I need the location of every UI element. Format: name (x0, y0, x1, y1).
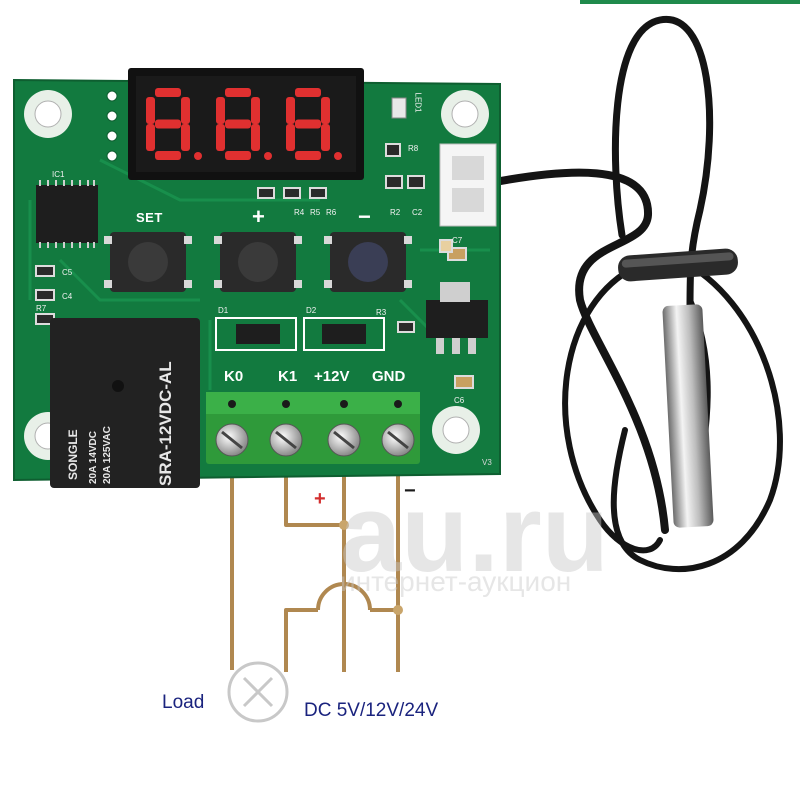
diode-d1-label: D1 (218, 306, 229, 315)
temperature-probe (662, 304, 714, 528)
terminal-label-k1: K1 (278, 368, 298, 385)
junction-dot (393, 605, 403, 615)
segment-g-digit-3 (295, 119, 321, 129)
segment-b-digit-2 (251, 97, 260, 124)
segment-d-digit-1 (155, 151, 181, 160)
segment-a-digit-2 (225, 88, 251, 97)
terminal-screw-12v (327, 423, 361, 457)
pcb-board (13, 68, 501, 488)
load-label: Load (162, 692, 205, 713)
resistor-r7: R7 (36, 304, 47, 313)
resistor-r8: R8 (408, 144, 419, 153)
terminal-label-gnd: GND (372, 368, 406, 385)
terminal-screw-k0 (215, 423, 249, 457)
watermark-subtitle: интернет-аукцион (340, 566, 572, 597)
display-digits (146, 88, 342, 160)
segment-d-digit-2 (225, 151, 251, 160)
ic-designator: IC1 (52, 170, 65, 179)
down-button-label: − (358, 204, 372, 229)
cap-c2: C2 (412, 208, 423, 217)
mounting-hole (24, 90, 72, 138)
segment-a-digit-3 (295, 88, 321, 97)
minus-sign: − (404, 480, 416, 502)
terminal-label-12v: +12V (314, 368, 350, 385)
segment-f-digit-1 (146, 97, 155, 124)
decimal-point-digit-2 (264, 152, 272, 160)
resistor-r5: R5 (310, 208, 321, 217)
voltage-regulator (426, 300, 488, 338)
segment-e-digit-1 (146, 124, 155, 151)
segment-f-digit-2 (216, 97, 225, 124)
cap-c4: C4 (62, 292, 73, 301)
resistor-r6: R6 (326, 208, 337, 217)
relay-brand: SONGLE (66, 429, 80, 480)
segment-a-digit-1 (155, 88, 181, 97)
resistor-r4: R4 (294, 208, 305, 217)
terminal-screw-gnd (381, 423, 415, 457)
segment-e-digit-2 (216, 124, 225, 151)
segment-b-digit-1 (181, 97, 190, 124)
relay-rating-2: 20A 125VAC (102, 426, 113, 484)
cap-c7: C7 (452, 236, 463, 245)
watermark-domain: au.ru (340, 472, 609, 595)
mounting-hole (432, 406, 480, 454)
relay-body (50, 318, 200, 488)
plus-sign: + (314, 488, 326, 510)
relay-rating-1: 20A 14VDC (88, 431, 99, 484)
segment-c-digit-2 (251, 124, 260, 151)
cap-c5: C5 (62, 268, 73, 277)
mounting-hole (441, 90, 489, 138)
resistor-r2: R2 (390, 208, 401, 217)
relay-model: SRA-12VDC-AL (156, 361, 175, 486)
decimal-point-digit-3 (334, 152, 342, 160)
segment-g-digit-2 (225, 119, 251, 129)
diode-d2 (303, 317, 385, 351)
top-stripe (580, 0, 800, 4)
segment-e-digit-3 (286, 124, 295, 151)
set-button-label: SET (136, 210, 163, 225)
terminal-label-k0: K0 (224, 368, 244, 385)
diode-d2-label: D2 (306, 306, 317, 315)
segment-c-digit-1 (181, 124, 190, 151)
segment-f-digit-3 (286, 97, 295, 124)
led-indicator (391, 97, 407, 119)
segment-g-digit-1 (155, 119, 181, 129)
decimal-point-digit-1 (194, 152, 202, 160)
led-designator: LED1 (413, 92, 423, 113)
segment-b-digit-3 (321, 97, 330, 124)
cap-c6: C6 (454, 396, 465, 405)
segment-d-digit-3 (295, 151, 321, 160)
terminal-screw-k1 (269, 423, 303, 457)
junction-dot (339, 520, 349, 530)
diode-d1 (215, 317, 297, 351)
load-lamp-symbol (227, 661, 289, 723)
segment-c-digit-3 (321, 124, 330, 151)
sensor-cable (491, 16, 783, 573)
resistor-r3: R3 (376, 308, 387, 317)
up-button-label: + (252, 204, 266, 229)
board-version: V3 (482, 458, 492, 467)
wiring-diagram (230, 460, 400, 672)
ic-chip (36, 185, 98, 243)
supply-label: DC 5V/12V/24V (304, 700, 439, 721)
